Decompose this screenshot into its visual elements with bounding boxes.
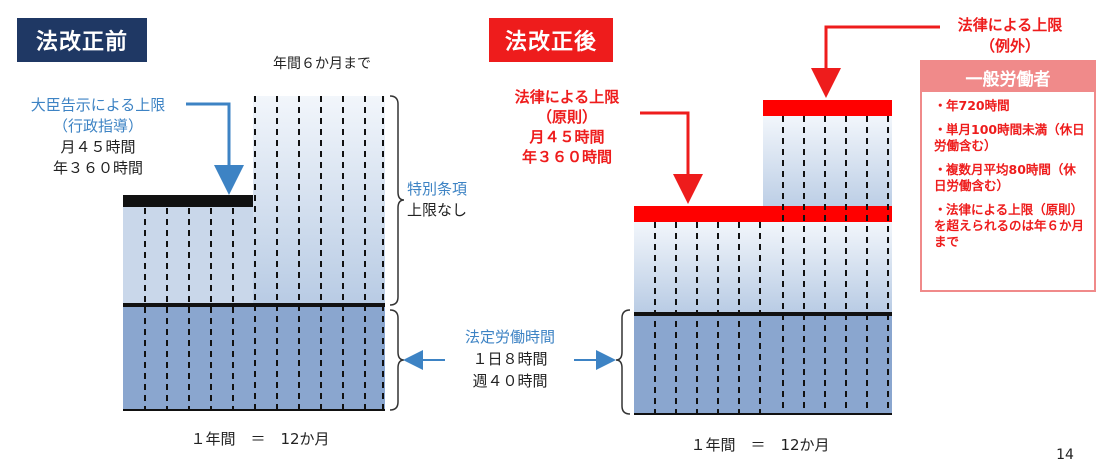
statutory-brace-left	[389, 309, 405, 411]
special-brace	[389, 95, 405, 306]
worker-limits-panel: 一般労働者 ・年720時間 ・単月100時間未満（休日労働含む） ・複数月平均8…	[920, 60, 1096, 292]
exception-title: 法律による上限	[957, 16, 1063, 34]
panel-title: 一般労働者	[922, 62, 1094, 92]
guideline-limit-bar	[123, 195, 253, 207]
panel-item-multi-month: ・複数月平均80時間（休日労働含む）	[934, 162, 1076, 193]
after-badge: 法改正後	[489, 18, 613, 62]
statutory-title: 法定労働時間	[464, 328, 555, 346]
principle-subtitle: （原則）	[536, 108, 597, 126]
special-clause-note: 上限なし	[407, 201, 468, 219]
guideline-arrow	[186, 102, 244, 195]
exception-subtitle: （例外）	[979, 37, 1040, 55]
statutory-block-after	[634, 314, 892, 415]
panel-list: ・年720時間 ・単月100時間未満（休日労働含む） ・複数月平均80時間（休日…	[922, 92, 1094, 250]
statutory-weekly: 週４０時間	[472, 372, 548, 390]
statutory-limit-bar-after	[634, 312, 892, 316]
exception-arrow	[811, 25, 940, 98]
principle-monthly: 月４５時間	[529, 128, 605, 146]
month-dividers	[144, 96, 384, 410]
panel-item-annual: ・年720時間	[934, 98, 1010, 113]
before-year-label: １年間 ＝ 12か月	[190, 430, 330, 448]
before-badge: 法改正前	[17, 18, 147, 62]
exception-limit-bar	[763, 100, 892, 116]
special-clause-block	[253, 96, 385, 305]
guideline-subtitle: （行政指導）	[52, 117, 143, 135]
guideline-yearly: 年３６０時間	[52, 159, 143, 177]
principle-title: 法律による上限	[514, 88, 620, 106]
six-months-label: 年間６か月まで	[273, 56, 371, 72]
special-clause-title: 特別条項	[407, 180, 468, 198]
panel-item-single-month: ・単月100時間未満（休日労働含む）	[934, 122, 1085, 153]
after-year-label: １年間 ＝ 12か月	[690, 436, 830, 454]
exception-block	[763, 116, 892, 214]
guideline-title: 大臣告示による上限	[30, 96, 166, 114]
statutory-brace-right	[615, 309, 631, 415]
statutory-daily: １日８時間	[472, 350, 548, 368]
guideline-monthly: 月４５時間	[60, 138, 136, 156]
panel-item-six-months: ・法律による上限（原則）を超えられるのは年６か月まで	[934, 202, 1085, 249]
before-chart	[123, 95, 405, 411]
principle-yearly: 年３６０時間	[521, 148, 612, 166]
page-number: 14	[1056, 447, 1074, 463]
principle-arrow	[640, 111, 703, 204]
month-dividers-after	[654, 116, 889, 414]
principle-limit-bar	[634, 206, 892, 222]
principle-block	[634, 222, 892, 314]
after-chart	[615, 25, 940, 415]
